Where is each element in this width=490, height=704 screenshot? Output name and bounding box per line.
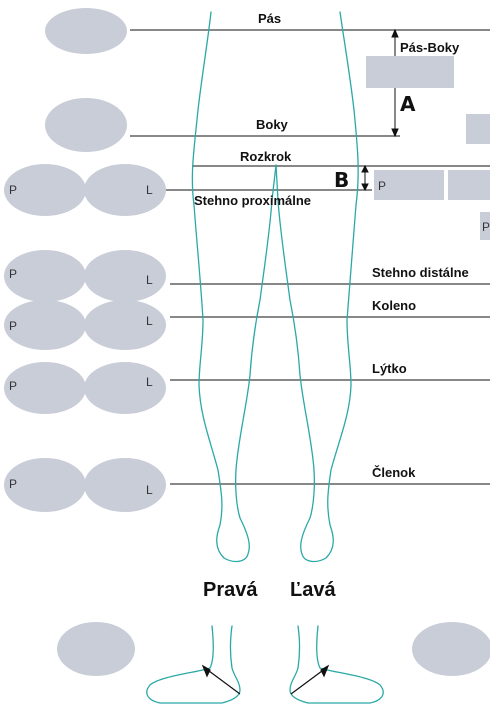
side-right-marker: P [482,220,490,234]
right-heel-line [204,667,241,695]
side-right-marker: P [9,183,18,197]
side-left-marker: L [146,273,153,287]
label-stehno-proximalne: Stehno proximálne [194,193,312,208]
lytko-right-field[interactable] [4,362,86,414]
clenok-left-field[interactable] [84,458,166,512]
stehno-proximalne-right-field[interactable] [4,164,86,216]
label-pas-boky: Pás-Boky [400,40,460,55]
right-foot-outline [146,625,241,704]
side-left-marker: L [146,314,153,328]
label-rozkrok: Rozkrok [240,149,292,164]
left-leg-title: Ľavá [290,579,336,601]
label-lytko: Lýtko [372,361,407,376]
label-a: A [400,92,416,116]
pas-boky-value-field[interactable] [366,56,454,88]
left-foot-outline [289,625,384,704]
right-leg-outline [191,11,277,563]
a-arrow-bottom [391,128,399,138]
label-pas: Pás [258,11,282,26]
side-right-marker: P [9,319,18,333]
rozkrok-right-field[interactable] [374,170,444,200]
right-heel-arrow [201,664,211,678]
label-boky: Boky [256,117,288,132]
side-left-marker: L [146,483,153,497]
side-right-marker: P [9,379,18,393]
clenok-right-field[interactable] [4,458,86,512]
side-right-marker: P [9,267,18,281]
left-leg-outline [275,11,359,563]
side-left-marker: L [146,375,153,389]
label-koleno: Koleno [372,298,417,313]
side-right-marker: P [378,179,387,193]
label-clenok: Členok [372,465,416,480]
stehno-distalne-left-field[interactable] [84,250,166,302]
left-heel-arrow [320,664,330,678]
side-left-marker: L [146,183,153,197]
right-heel-field[interactable] [57,622,135,676]
stehno-distalne-right-field[interactable] [4,250,86,302]
rozkrok-left-field[interactable] [448,170,490,200]
right-leg-title: Pravá [203,579,258,601]
left-heel-field[interactable] [412,622,490,676]
left-heel-line [290,667,327,695]
lytko-left-field[interactable] [84,362,166,414]
koleno-left-field[interactable] [84,300,166,350]
side-right-marker: P [9,477,18,491]
label-b: B [334,168,350,192]
a-arrow-top [391,28,399,38]
boky-value-field[interactable] [45,98,127,152]
koleno-right-field[interactable] [4,300,86,350]
b-arrow-bottom [361,183,369,192]
b-arrow-top [361,164,369,173]
a-value-field[interactable] [466,114,490,144]
label-stehno-distalne: Stehno distálne [372,265,469,280]
b-right-field[interactable] [480,212,490,240]
pas-value-field[interactable] [45,8,127,54]
stehno-proximalne-left-field[interactable] [84,164,166,216]
